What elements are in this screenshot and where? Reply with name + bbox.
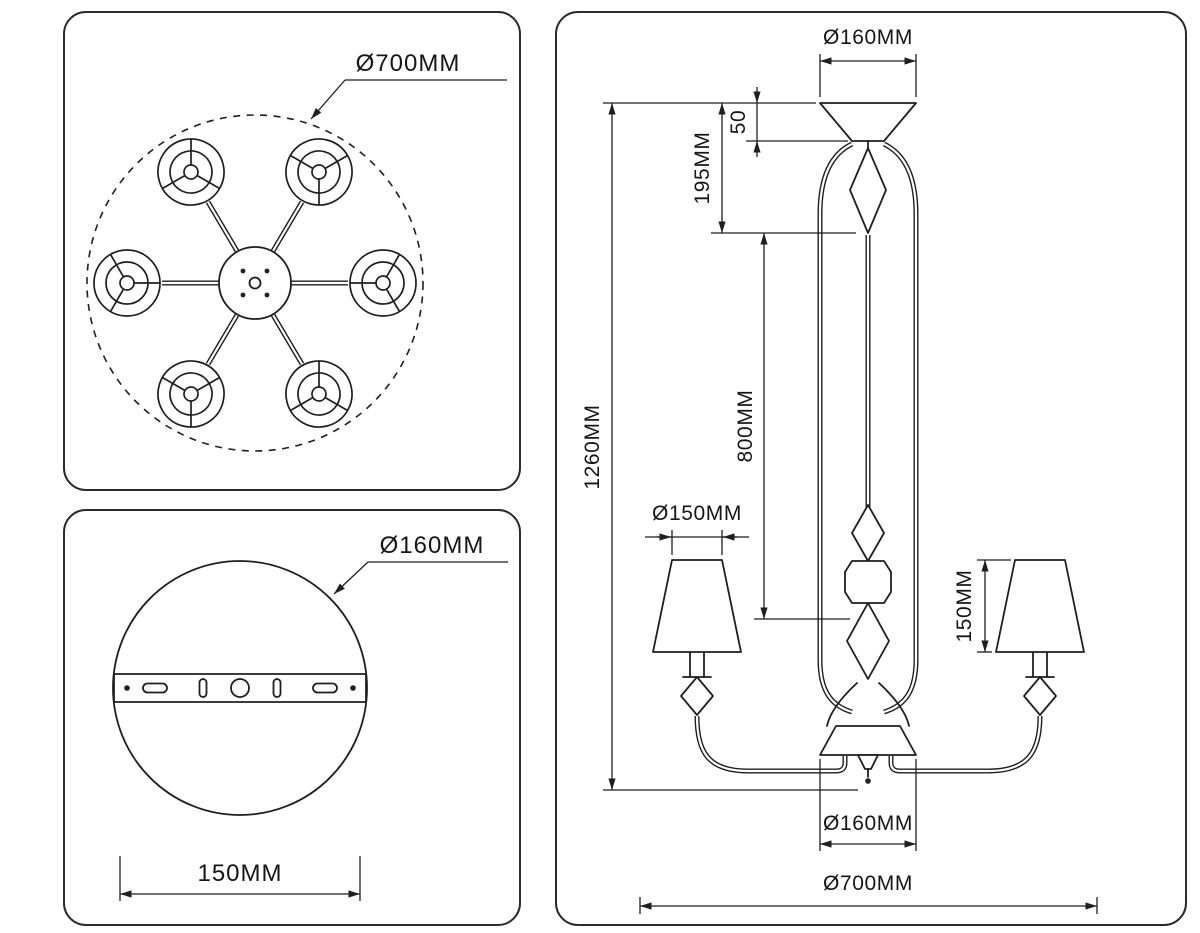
side-view-arms xyxy=(694,715,1043,774)
bracket-width-dimension: 150MM xyxy=(119,856,361,901)
upper-diamond-ornament xyxy=(849,147,887,234)
overall-width-label: Ø700MM xyxy=(823,872,913,895)
mount-plate-circle xyxy=(112,560,368,816)
dim-canopy-height: 50 xyxy=(727,87,848,157)
lamp-bottom-left-icon xyxy=(157,360,225,428)
base-diameter-label: Ø160MM xyxy=(823,812,913,835)
lamp-top-right-icon xyxy=(285,138,353,206)
dim-shade-height: 150MM xyxy=(953,559,1011,653)
lamp-left-icon xyxy=(93,249,161,317)
spool-ornament xyxy=(844,560,892,604)
bracket-screw-right xyxy=(350,685,356,691)
side-view-frame-rods xyxy=(817,141,919,715)
mount-plate-leader-arrow xyxy=(333,561,369,595)
bracket-slot-horizontal-left xyxy=(142,682,168,694)
dim-shade-diameter: Ø150MM xyxy=(645,502,749,555)
dim-rod-section-height: 800MM xyxy=(734,233,850,620)
bell-flare-left xyxy=(826,682,858,727)
top-view-arms xyxy=(162,200,348,366)
shade-height-label: 150MM xyxy=(953,569,976,642)
lamp-top-left-icon xyxy=(157,138,225,206)
top-view-drawing: Ø700MM xyxy=(86,50,507,452)
canopy-height-label: 50 xyxy=(727,110,750,135)
dim-canopy-diameter-top: Ø160MM xyxy=(819,26,917,97)
finial-knob xyxy=(865,778,871,784)
mount-plate-drawing: Ø160MM 150MM xyxy=(112,532,508,901)
right-lampshade xyxy=(995,559,1085,653)
left-candle-holder xyxy=(680,651,714,716)
dim-total-height: 1260MM xyxy=(581,103,858,791)
upper-section-height-label: 195MM xyxy=(691,131,714,204)
top-view-leader-arrow xyxy=(310,79,346,120)
left-lampshade xyxy=(652,559,742,653)
mount-bracket xyxy=(113,673,367,703)
bracket-width-label: 150MM xyxy=(197,860,282,887)
finial-cone xyxy=(857,754,879,770)
right-candle-holder xyxy=(1023,651,1057,716)
panel-top-view-border xyxy=(63,11,521,491)
bracket-slot-vertical-left xyxy=(198,678,208,698)
lamp-bottom-right-icon xyxy=(285,360,353,428)
bracket-center-hole xyxy=(230,678,250,698)
lower-diamond-ornament-small xyxy=(851,504,885,562)
dim-base-diameter: Ø160MM xyxy=(819,759,917,851)
bottom-canopy xyxy=(819,725,917,756)
top-view-diameter-label: Ø700MM xyxy=(356,50,461,77)
total-height-label: 1260MM xyxy=(581,404,604,489)
side-view-drawing: Ø160MM 50 195MM 800MM 1260MM xyxy=(581,26,1098,914)
dim-overall-width: Ø700MM xyxy=(639,872,1098,914)
top-view-outer-diameter-dashed-circle xyxy=(86,114,424,452)
dim-upper-section-height: 195MM xyxy=(691,103,856,234)
panel-side-view-border xyxy=(555,11,1187,926)
lamp-right-icon xyxy=(349,249,417,317)
mount-plate-diameter-label: Ø160MM xyxy=(380,532,485,559)
shade-diameter-label: Ø150MM xyxy=(652,502,742,525)
rod-section-height-label: 800MM xyxy=(734,389,757,462)
ceiling-canopy xyxy=(819,102,917,142)
bracket-slot-horizontal-right xyxy=(312,682,338,694)
bracket-screw-left xyxy=(124,685,130,691)
panel-mount-plate-border xyxy=(63,509,521,926)
canopy-diameter-top-label: Ø160MM xyxy=(823,26,913,49)
lower-diamond-ornament-large xyxy=(846,602,890,680)
bell-flare-right xyxy=(878,682,910,727)
bracket-slot-vertical-right xyxy=(272,678,282,698)
top-view-hub xyxy=(218,246,292,320)
